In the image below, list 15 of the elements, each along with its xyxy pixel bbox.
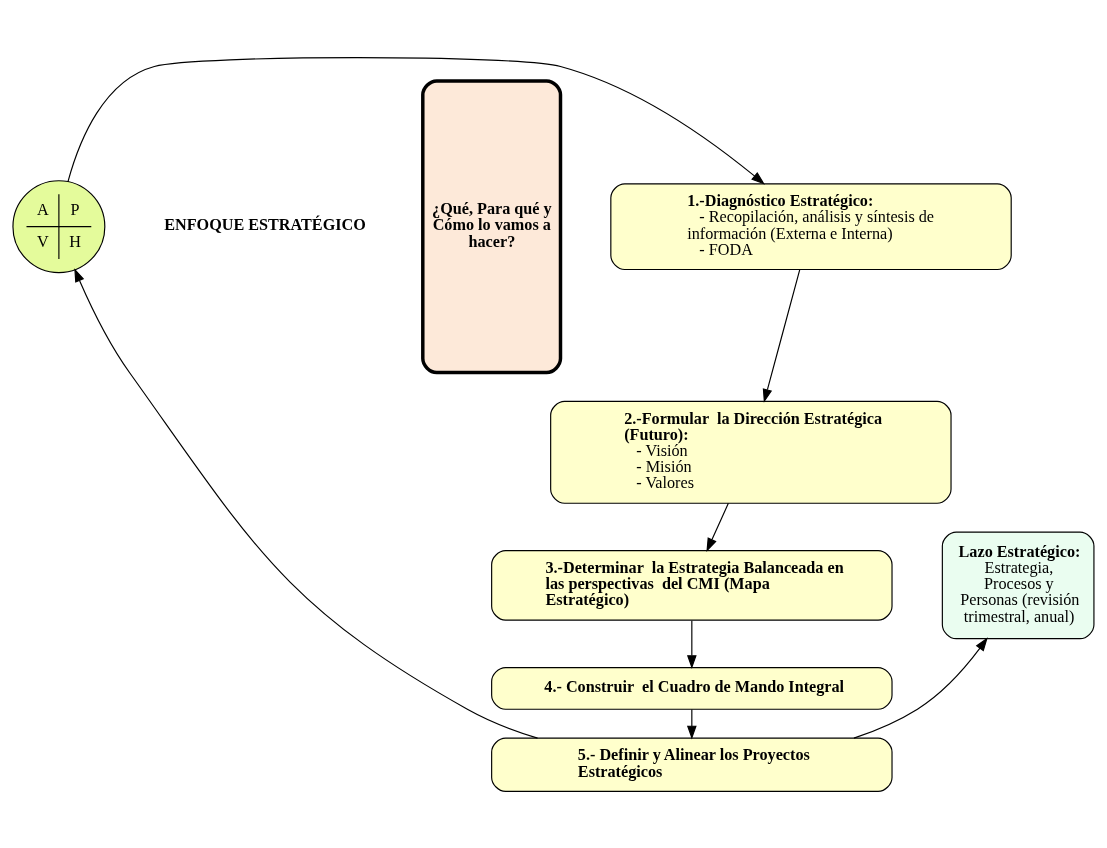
node-box: ¿Qué, Para qué y Cómo lo vamos a hacer? xyxy=(421,78,563,374)
arrow xyxy=(853,636,988,739)
node-box: Lazo Estratégico: Estrategia, Procesos y Personas (revisión trimestral, anual) xyxy=(941,531,1095,639)
node-box: 1.-Diagnóstico Estratégico: - Recopilación, análisis y síntesis de información (Externa e Interna) - FODA xyxy=(610,182,1012,270)
label: ENFOQUE ESTRATÉGICO xyxy=(164,215,366,234)
arrow xyxy=(67,56,765,185)
arrow xyxy=(74,267,539,739)
arrow xyxy=(706,502,729,552)
arrow xyxy=(762,268,801,403)
node-box: 5.- Definir y Alinear los Proyectos Estratégicos xyxy=(491,737,893,792)
node-box: 2.-Formular la Dirección Estratégica (Futuro): - Visión - Misión - Valores xyxy=(550,400,952,504)
node-box: 4.- Construir el Cuadro de Mando Integral xyxy=(491,666,893,710)
arrow xyxy=(686,619,697,669)
node-box: 3.-Determinar la Estrategia Balanceada en las perspectivas del CMI (Mapa Estratégico) xyxy=(491,549,893,621)
node-circle: A P V H xyxy=(12,179,106,273)
